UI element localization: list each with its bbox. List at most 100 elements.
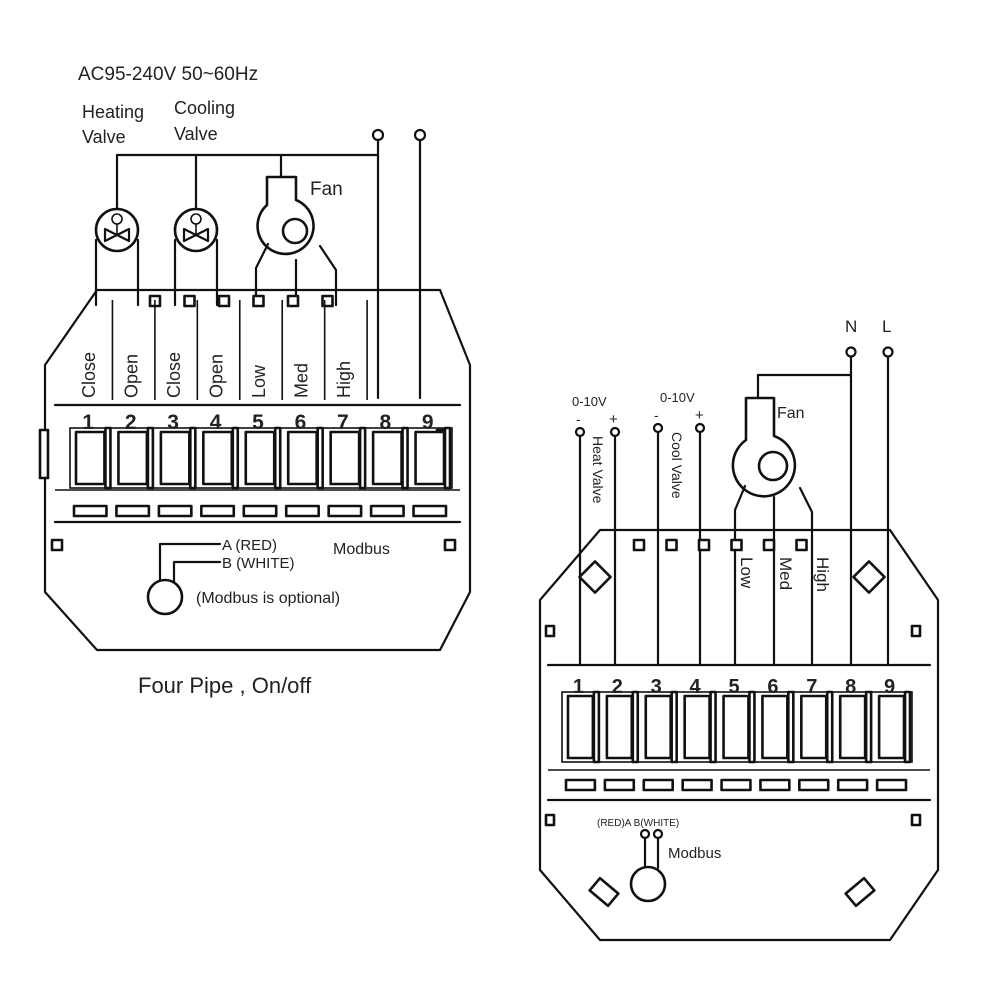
bottom-slot — [603, 778, 636, 792]
terminal-screw — [159, 430, 191, 486]
top-tab — [217, 294, 231, 308]
terminal-divider — [273, 426, 282, 490]
terminal-divider — [231, 426, 240, 490]
terminal-divider — [316, 426, 324, 490]
terminal-divider — [709, 690, 717, 764]
right-top-tabs — [632, 538, 808, 552]
terminal-label: High — [334, 361, 354, 398]
bottom-slot — [720, 778, 752, 792]
terminal-label: Open — [207, 354, 227, 398]
bottom-slot — [115, 504, 151, 518]
bottom-slot — [284, 504, 320, 518]
top-tab — [321, 294, 334, 308]
terminal-number: 7 — [337, 411, 349, 434]
terminal-label: Med — [291, 363, 311, 398]
terminal-number: 6 — [295, 411, 307, 434]
terminal-number: 8 — [379, 411, 391, 434]
terminal-number: 1 — [573, 676, 584, 698]
terminal-divider — [631, 690, 640, 764]
terminal-divider — [864, 690, 873, 764]
right-terminal-block — [561, 690, 913, 764]
terminal-divider — [592, 690, 601, 764]
heat-valve-label: Heat Valve — [590, 436, 606, 504]
cool-minus-label: - — [654, 407, 659, 423]
right-thermostat-body — [538, 528, 940, 942]
terminal-label: Close — [164, 352, 184, 398]
terminal-screw — [605, 694, 634, 760]
fan-speed-label: High — [813, 557, 832, 592]
terminal-screw — [877, 694, 906, 760]
fan-speed-label: Low — [737, 557, 756, 589]
cooling-valve-label-line1: Cooling — [174, 98, 235, 118]
fan-icon — [256, 175, 315, 256]
terminal-number: 3 — [651, 676, 662, 698]
terminal-screw — [566, 694, 595, 760]
top-tab — [252, 294, 265, 308]
terminal-divider — [748, 690, 756, 764]
cooling-valve-label-line2: Valve — [174, 124, 218, 144]
terminal-screw — [414, 430, 446, 486]
terminal-number: 4 — [210, 411, 222, 434]
neutral-terminal — [845, 346, 857, 358]
terminal-screw — [74, 430, 106, 486]
terminal-number: 2 — [125, 411, 137, 434]
heating-valve-icon — [94, 207, 140, 253]
terminal-screw — [329, 430, 361, 486]
live-terminal — [882, 346, 894, 358]
terminal-screw — [371, 430, 403, 486]
heat-plus-label: + — [609, 411, 618, 428]
terminal-screw — [286, 430, 318, 486]
bottom-slot — [369, 504, 405, 518]
bottom-slot — [412, 504, 448, 518]
bottom-slot — [642, 778, 674, 792]
top-tab — [697, 538, 711, 552]
terminal-divider — [443, 426, 452, 490]
terminal-number: 3 — [167, 411, 179, 434]
terminal-divider — [903, 690, 912, 764]
cool-plus-terminal — [694, 422, 706, 434]
terminal-screw — [838, 694, 867, 760]
cool-minus-terminal — [652, 422, 664, 434]
terminal-divider — [787, 690, 795, 764]
top-tab — [665, 538, 678, 552]
right-fan-label: Fan — [777, 405, 805, 422]
terminal-screw — [800, 694, 828, 760]
left-terminal-block — [69, 426, 453, 490]
top-tab — [762, 538, 776, 552]
bottom-slot — [564, 778, 597, 792]
terminal-divider — [358, 426, 367, 490]
modbus-port — [146, 578, 184, 616]
heat-minus-label: - — [576, 411, 581, 427]
cool-valve-label: Cool Valve — [669, 432, 685, 499]
bottom-slot — [798, 778, 830, 792]
heat-voltage-label: 0-10V — [572, 394, 607, 409]
bottom-slot — [157, 504, 193, 518]
terminal-divider — [189, 426, 197, 490]
right-modbus-port — [629, 865, 667, 903]
terminal-screw — [761, 694, 789, 760]
bottom-slot — [200, 504, 236, 518]
left-bottom-slots — [72, 504, 448, 518]
bottom-slot — [836, 778, 869, 792]
right-modbus-label: Modbus — [668, 845, 721, 862]
cooling-valve-icon — [173, 207, 219, 253]
terminal-number: 4 — [690, 676, 702, 698]
terminal-number: 9 — [422, 411, 434, 434]
terminal-screw — [644, 694, 672, 760]
terminal-divider — [825, 690, 834, 764]
terminal-number: 2 — [612, 676, 623, 698]
terminal-divider — [146, 426, 155, 490]
bottom-slot — [759, 778, 791, 792]
supply-terminal-2 — [413, 128, 427, 142]
modbus-optional-label: (Modbus is optional) — [196, 590, 340, 607]
bottom-slot — [327, 504, 363, 518]
bottom-slot — [681, 778, 713, 792]
terminal-number: 9 — [884, 676, 895, 698]
terminal-divider — [670, 690, 678, 764]
cool-voltage-label: 0-10V — [660, 390, 695, 405]
terminal-label: Close — [79, 352, 99, 398]
terminal-label: Open — [122, 354, 142, 398]
